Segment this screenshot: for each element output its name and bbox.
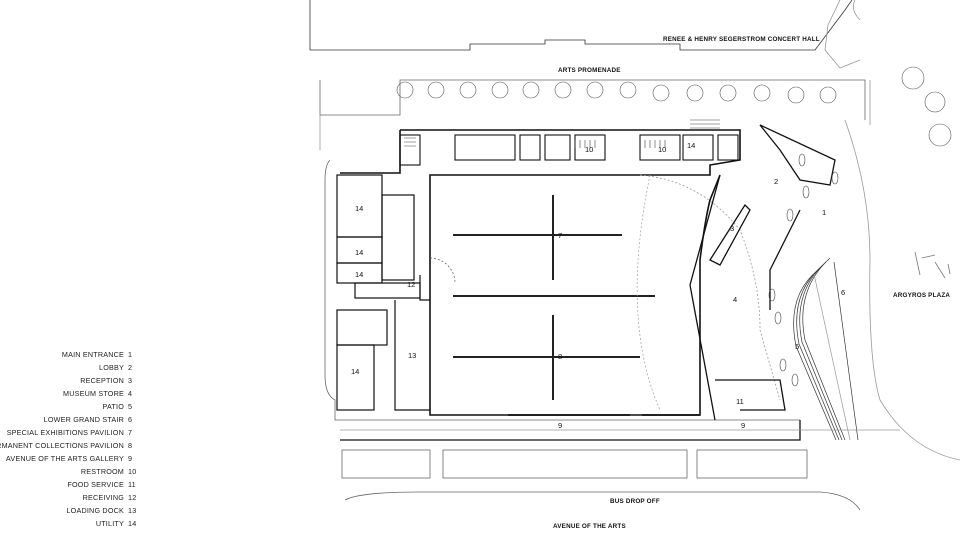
legend-label: LOBBY xyxy=(99,363,124,372)
legend-number: 2 xyxy=(128,363,133,372)
legend-item: LOADING DOCK 13 xyxy=(0,506,142,518)
promenade-outline xyxy=(319,79,866,120)
legend-label: MUSEUM STORE xyxy=(63,389,124,398)
legend-label: PATIO xyxy=(102,402,124,411)
legend-number: 8 xyxy=(128,441,133,450)
plaza-trees xyxy=(901,66,952,147)
legend-number: 7 xyxy=(128,428,133,437)
arts-promenade-label: ARTS PROMENADE xyxy=(558,67,621,74)
site-boundary xyxy=(324,159,800,421)
legend-label: MAIN ENTRANCE xyxy=(61,350,124,359)
room-number-13: 13 xyxy=(408,351,417,360)
room-number-7: 7 xyxy=(558,231,563,240)
legend-number: 13 xyxy=(128,506,137,515)
legend-number: 6 xyxy=(128,415,133,424)
room-number-14d: 14 xyxy=(351,367,360,376)
room-number-12: 12 xyxy=(407,280,416,289)
room-number-14c: 14 xyxy=(355,270,364,279)
gallery-partitions xyxy=(453,195,700,416)
legend-label: UTILITY xyxy=(95,519,124,528)
legend-number: 3 xyxy=(128,376,133,385)
legend-item: MUSEUM STORE 4 xyxy=(0,389,142,401)
room-number-9b: 9 xyxy=(741,421,746,430)
concert-hall-outline xyxy=(309,0,853,51)
grand-stair xyxy=(793,257,859,441)
room-number-1: 1 xyxy=(822,208,827,217)
legend-item: AVENUE OF THE ARTS GALLERY 9 xyxy=(0,454,142,466)
room-number-11: 11 xyxy=(736,397,744,406)
legend-item: LOWER GRAND STAIR 6 xyxy=(0,415,142,427)
room-number-4: 4 xyxy=(733,295,738,304)
legend-label: PERMANENT COLLECTIONS PAVILION xyxy=(0,441,124,450)
room-number-14e: 14 xyxy=(687,141,696,150)
legend-number: 12 xyxy=(128,493,137,502)
legend-item: UTILITY 14 xyxy=(0,519,142,531)
room-number-6: 6 xyxy=(841,288,846,297)
legend-number: 10 xyxy=(128,467,137,476)
lobby-walls xyxy=(340,124,836,441)
room-number-9a: 9 xyxy=(558,421,563,430)
service-block xyxy=(336,174,430,411)
plaza-marker xyxy=(914,251,951,279)
legend-label: RECEPTION xyxy=(80,376,124,385)
room-number-5: 5 xyxy=(795,342,800,351)
legend-item: RECEIVING 12 xyxy=(0,493,142,505)
room-number-8: 8 xyxy=(558,352,563,361)
legend-label: RESTROOM xyxy=(80,467,124,476)
legend-item: RECEPTION 3 xyxy=(0,376,142,388)
legend-label: FOOD SERVICE xyxy=(67,480,124,489)
legend-label: LOWER GRAND STAIR xyxy=(43,415,124,424)
legend-item: LOBBY 2 xyxy=(0,363,142,375)
room-number-10a: 10 xyxy=(585,145,594,154)
room-number-14b: 14 xyxy=(355,248,364,257)
legend-number: 4 xyxy=(128,389,133,398)
legend-number: 5 xyxy=(128,402,133,411)
legend-item: FOOD SERVICE 11 xyxy=(0,480,142,492)
room-number-14a: 14 xyxy=(355,204,364,213)
legend-number: 14 xyxy=(128,519,137,528)
legend-item: SPECIAL EXHIBITIONS PAVILION 7 xyxy=(0,428,142,440)
legend-item: RESTROOM 10 xyxy=(0,467,142,479)
room-number-2: 2 xyxy=(774,177,779,186)
legend-label: SPECIAL EXHIBITIONS PAVILION xyxy=(6,428,124,437)
legend-number: 9 xyxy=(128,454,133,463)
legend-label: RECEIVING xyxy=(82,493,124,502)
legend-item: PATIO 5 xyxy=(0,402,142,414)
legend-label: LOADING DOCK xyxy=(66,506,124,515)
legend-number: 11 xyxy=(128,480,136,489)
avenue-of-the-arts-label: AVENUE OF THE ARTS xyxy=(553,523,626,530)
room-number-10b: 10 xyxy=(658,145,667,154)
argyros-plaza-label: ARGYROS PLAZA xyxy=(893,292,951,299)
promenade-trees xyxy=(396,81,837,104)
legend-item: PERMANENT COLLECTIONS PAVILION 8 xyxy=(0,441,142,453)
room-number-3: 3 xyxy=(730,224,735,233)
north-rooms xyxy=(399,134,739,166)
legend-number: 1 xyxy=(128,350,133,359)
sidewalk-strips xyxy=(340,429,900,511)
bus-drop-off-label: BUS DROP OFF xyxy=(610,498,660,505)
building-perimeter xyxy=(400,129,741,416)
concert-hall-label: RENEE & HENRY SEGERSTROM CONCERT HALL xyxy=(663,36,820,43)
legend-label: AVENUE OF THE ARTS GALLERY xyxy=(5,454,124,463)
legend-item: MAIN ENTRANCE 1 xyxy=(0,350,142,362)
